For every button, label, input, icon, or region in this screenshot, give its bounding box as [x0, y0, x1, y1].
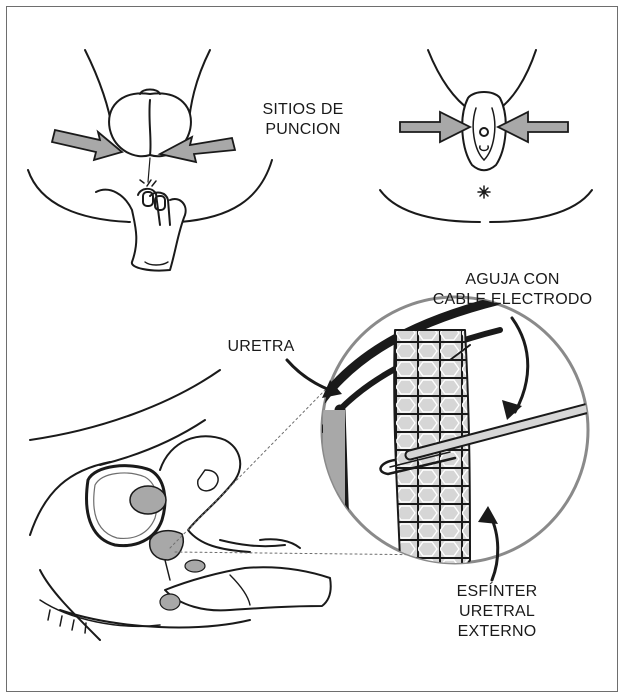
male-perineum-drawing — [28, 50, 272, 271]
puncture-sites-label: SITIOS DE PUNCION — [248, 100, 358, 140]
sagittal-section-drawing — [30, 370, 331, 640]
needle-electrode-label: AGUJA CON CABLE ELECTRODO — [425, 270, 600, 310]
external-sphincter-label: ESFÍNTER URETRAL EXTERNO — [442, 582, 552, 642]
female-perineum-drawing — [380, 50, 592, 222]
magnified-sphincter-view — [322, 297, 600, 573]
urethra-label: URETRA — [216, 337, 306, 357]
